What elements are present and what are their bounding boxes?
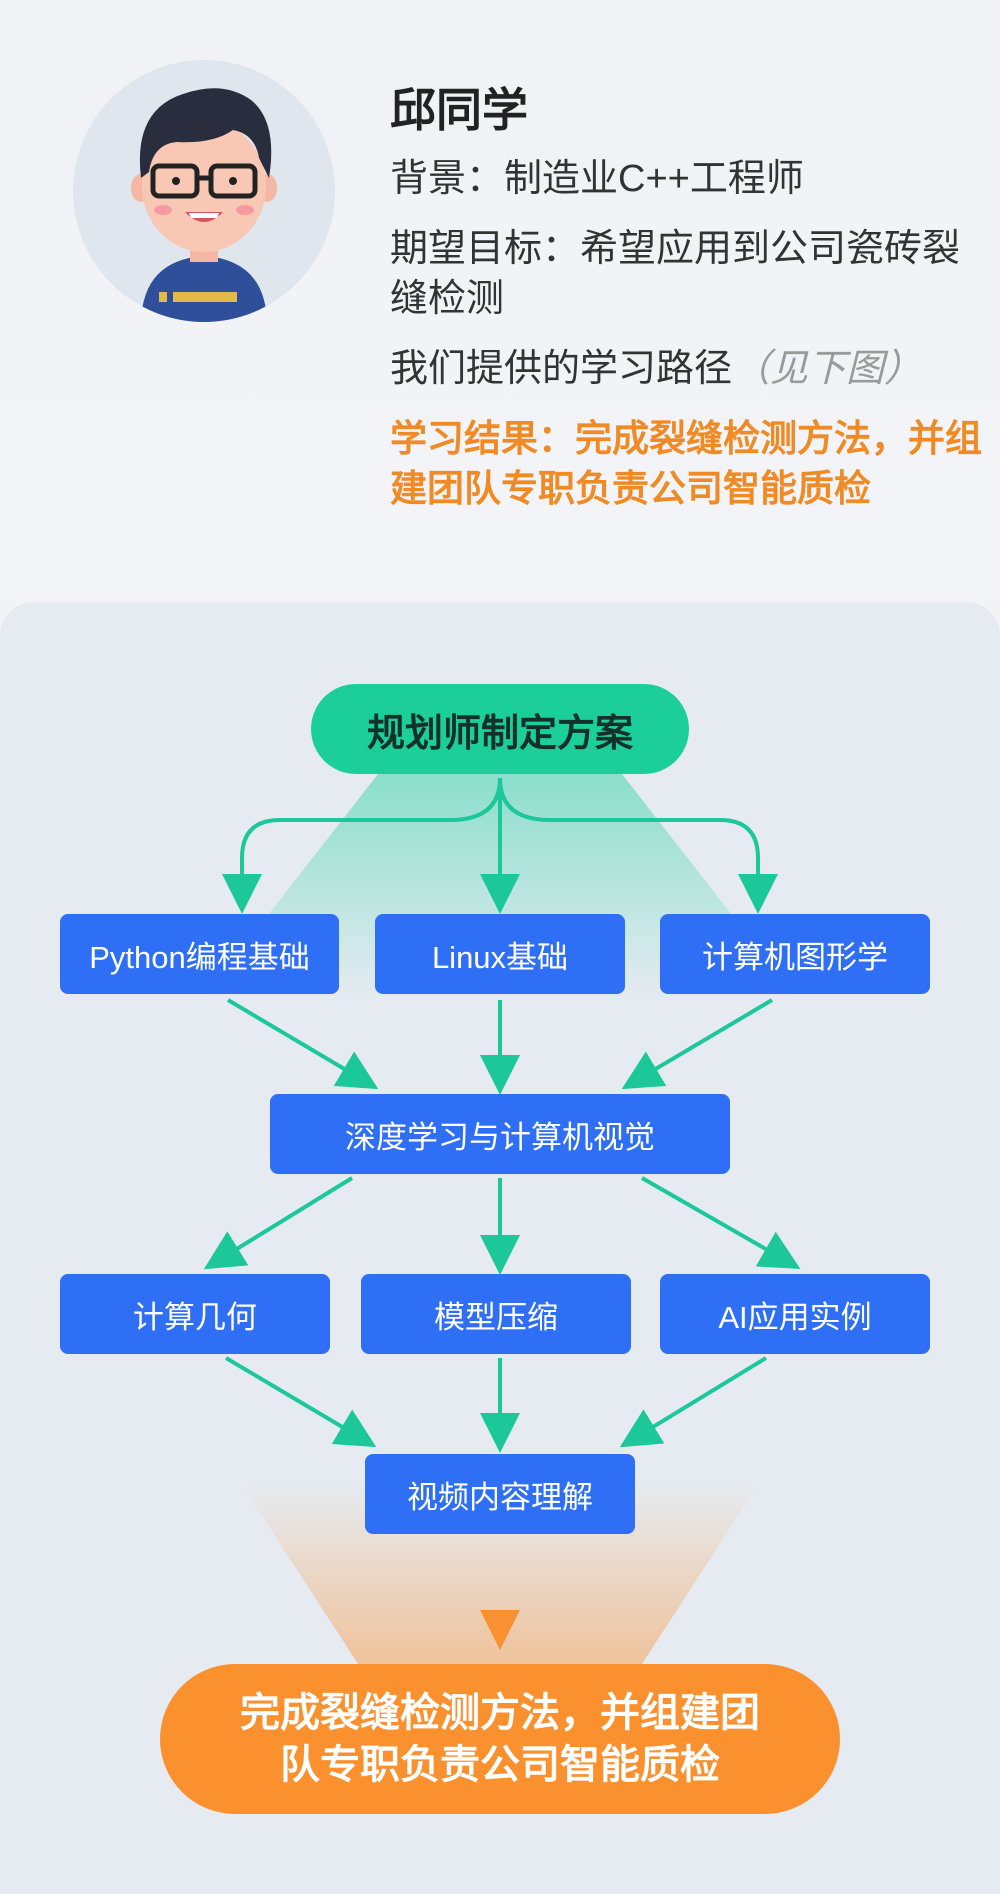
goal-text: 期望目标：希望应用到公司瓷砖裂缝检测 — [390, 228, 961, 320]
node-python-basics: Python编程基础 — [60, 914, 339, 994]
node-computer-graphics: 计算机图形学 — [660, 914, 930, 994]
node-model-compression: 模型压缩 — [361, 1274, 631, 1354]
background-text: 背景：制造业C++工程师 — [390, 158, 804, 200]
student-avatar-icon — [131, 88, 277, 322]
student-name: 邱同学 — [390, 84, 528, 136]
result-text: 学习结果：完成裂缝检测方法，并组建团队专职负责公司智能质检 — [390, 418, 982, 509]
node-computational-geometry: 计算几何 — [60, 1274, 330, 1354]
start-node: 规划师制定方案 — [311, 684, 689, 774]
profile-card: 邱同学 背景：制造业C++工程师 期望目标：希望应用到公司瓷砖裂缝检测 我们提供… — [0, 0, 1000, 600]
learning-path-panel: 规划师制定方案 Python编程基础 Linux基础 计算机图形学 深度学习与计… — [0, 602, 1000, 1894]
node-video-understanding: 视频内容理解 — [365, 1454, 635, 1534]
avatar — [73, 60, 335, 322]
node-ai-application-examples: AI应用实例 — [660, 1274, 930, 1354]
path-label: 我们提供的学习路径 — [390, 348, 733, 390]
node-deep-learning-cv: 深度学习与计算机视觉 — [270, 1094, 730, 1174]
node-linux-basics: Linux基础 — [375, 914, 625, 994]
path-text: 我们提供的学习路径（见下图） — [390, 344, 990, 394]
path-hint: （见下图） — [732, 348, 923, 390]
profile-info: 邱同学 背景：制造业C++工程师 期望目标：希望应用到公司瓷砖裂缝检测 我们提供… — [390, 80, 990, 514]
end-node: 完成裂缝检测方法，并组建团队专职负责公司智能质检 — [160, 1664, 840, 1814]
